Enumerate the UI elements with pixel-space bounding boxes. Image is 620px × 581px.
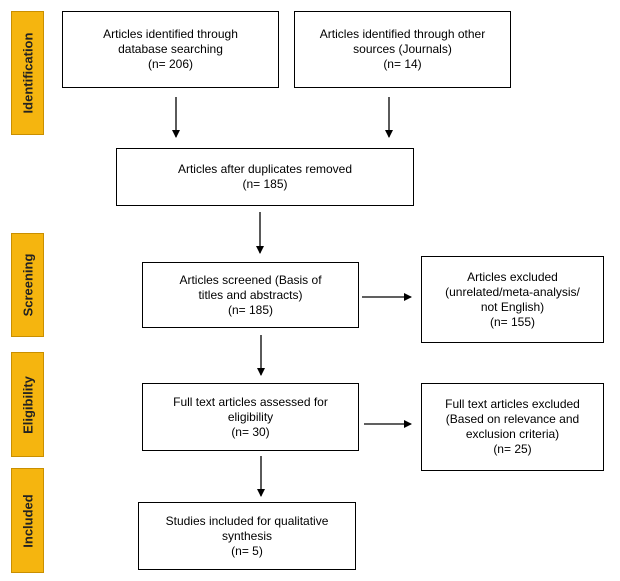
box-text-line: (n= 30) xyxy=(231,424,270,439)
box-text-line: (n= 185) xyxy=(242,177,288,191)
box-database-search: Articles identified through database sea… xyxy=(62,11,279,88)
box-screened: Articles screened (Basis of titles and a… xyxy=(142,262,359,328)
box-text-line: (n= 185) xyxy=(227,302,274,317)
box-text-line: Articles screened (Basis of xyxy=(179,272,322,287)
box-full-text-assessed: Full text articles assessed for eligibil… xyxy=(142,383,359,451)
box-text-line: (n= 206) xyxy=(147,57,194,71)
box-text-line: (n= 155) xyxy=(489,314,536,329)
box-text-line: database searching xyxy=(118,42,223,56)
box-other-sources: Articles identified through other source… xyxy=(294,11,511,88)
box-text-line: titles and abstracts) xyxy=(198,287,303,302)
box-included: Studies included for qualitative synthes… xyxy=(138,502,356,570)
phase-identification: Identification xyxy=(11,11,44,135)
box-text-line: Articles identified through xyxy=(103,27,238,41)
box-text-line: (n= 5) xyxy=(231,543,263,558)
box-text-line: sources (Journals) xyxy=(353,42,452,56)
box-text-line: eligibility xyxy=(227,409,274,424)
box-text-line: (unrelated/meta-analysis/ xyxy=(445,284,580,299)
box-text-line: not English) xyxy=(480,299,545,314)
box-text-line: Articles after duplicates removed xyxy=(177,162,353,176)
box-text-line: (Based on relevance and xyxy=(445,412,580,426)
box-text-line: (n= 14) xyxy=(383,57,422,71)
phase-included: Included xyxy=(11,468,44,573)
box-excluded-screening: Articles excluded (unrelated/meta-analys… xyxy=(421,256,604,343)
box-text-line: (n= 25) xyxy=(493,442,532,456)
box-text-line: Full text articles assessed for xyxy=(173,394,328,409)
box-excluded-full-text: Full text articles excluded (Based on re… xyxy=(421,383,604,471)
box-text-line: exclusion criteria) xyxy=(465,427,560,441)
box-text-line: synthesis xyxy=(221,528,273,543)
box-text-line: Articles excluded xyxy=(467,269,558,284)
phase-eligibility: Eligibility xyxy=(11,352,44,457)
box-duplicates-removed: Articles after duplicates removed (n= 18… xyxy=(116,148,414,206)
box-text-line: Articles identified through other xyxy=(319,27,486,41)
box-text-line: Full text articles excluded xyxy=(445,397,580,411)
box-text-line: Studies included for qualitative xyxy=(165,513,329,528)
phase-screening: Screening xyxy=(11,233,44,337)
